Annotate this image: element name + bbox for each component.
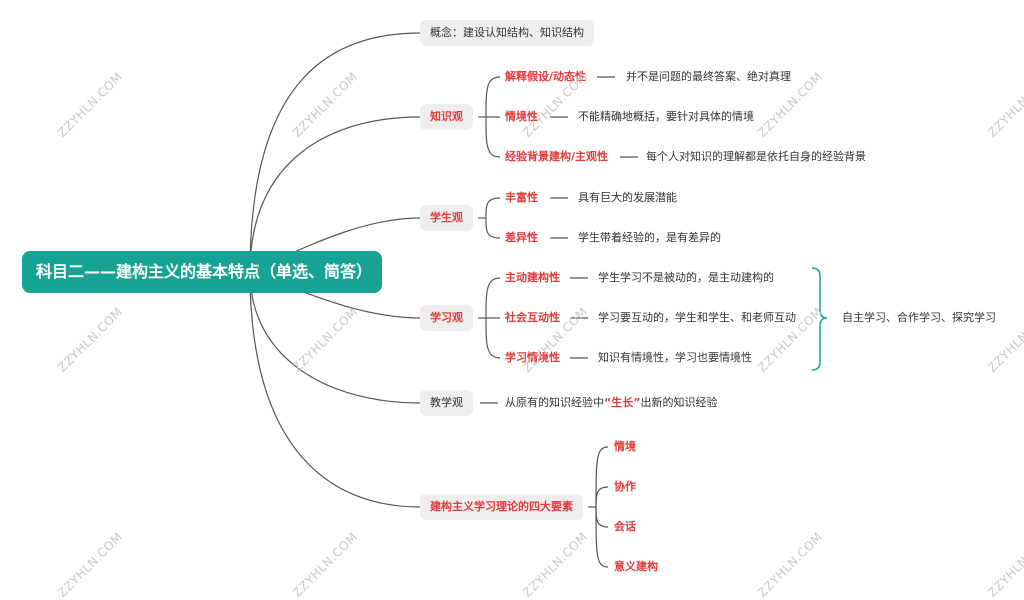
learning-summary: 自主学习、合作学习、探究学习: [842, 311, 996, 324]
root-node[interactable]: 科目二——建构主义的基本特点（单选、简答）: [22, 251, 382, 293]
element-item[interactable]: 协作: [614, 480, 636, 493]
teaching-desc: 从原有的知识经验中“生长”出新的知识经验: [505, 396, 718, 409]
learning-item-desc: 知识有情境性，学习也要情境性: [598, 351, 752, 364]
learning-item-desc: 学习要互动的，学生和学生、和老师互动: [598, 311, 796, 324]
concept-node[interactable]: 概念：建设认知结构、知识结构: [420, 20, 594, 46]
learning-item-label[interactable]: 学习情境性: [505, 351, 560, 364]
knowledge-item-desc: 不能精确地概括，要针对具体的情境: [578, 110, 754, 123]
learning-view-node[interactable]: 学习观: [420, 305, 473, 331]
learning-item-label[interactable]: 主动建构性: [505, 271, 560, 284]
teaching-view-node[interactable]: 教学观: [420, 390, 473, 416]
student-item-desc: 学生带着经验的，是有差异的: [578, 231, 721, 244]
student-item-label[interactable]: 丰富性: [505, 191, 538, 204]
knowledge-item-label[interactable]: 情境性: [505, 110, 538, 123]
knowledge-item-desc: 每个人对知识的理解都是依托自身的经验背景: [646, 150, 866, 163]
four-elements-node[interactable]: 建构主义学习理论的四大要素: [420, 494, 583, 520]
student-item-label[interactable]: 差异性: [505, 231, 538, 244]
knowledge-item-label[interactable]: 经验背景建构/主观性: [505, 150, 609, 163]
learning-item-desc: 学生学习不是被动的，是主动建构的: [598, 271, 774, 284]
knowledge-view-node[interactable]: 知识观: [420, 104, 473, 130]
knowledge-item-label[interactable]: 解释假设/动态性: [505, 70, 587, 83]
element-item[interactable]: 情境: [614, 440, 636, 453]
student-item-desc: 具有巨大的发展潜能: [578, 191, 677, 204]
knowledge-item-desc: 并不是问题的最终答案、绝对真理: [626, 70, 791, 83]
student-view-node[interactable]: 学生观: [420, 205, 473, 231]
element-item[interactable]: 意义建构: [614, 560, 658, 573]
element-item[interactable]: 会话: [614, 520, 636, 533]
learning-item-label[interactable]: 社会互动性: [505, 311, 560, 324]
